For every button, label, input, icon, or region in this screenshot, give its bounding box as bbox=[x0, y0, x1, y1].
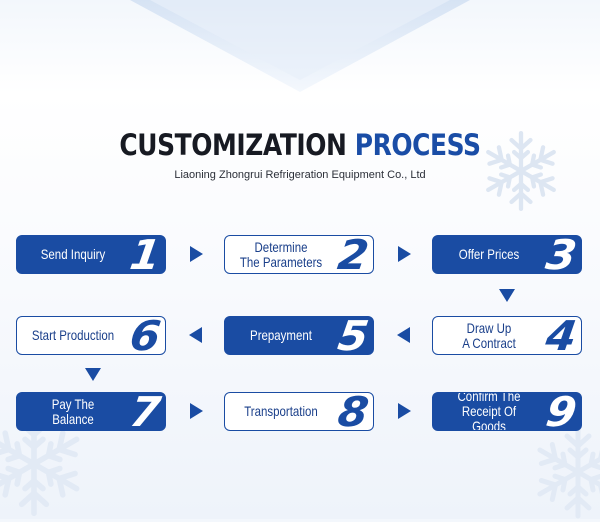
step-label: Start Production bbox=[31, 327, 115, 343]
arrow-right-icon bbox=[190, 246, 203, 262]
step-label: Prepayment bbox=[250, 327, 312, 343]
step-label: Draw Up A Contract bbox=[462, 319, 516, 351]
step-prepayment: Prepayment 5 bbox=[224, 316, 374, 355]
step-start-production: Start Production 6 bbox=[16, 316, 166, 355]
step-label: Confirm The Receipt Of Goods bbox=[457, 392, 521, 431]
step-number: 7 bbox=[127, 392, 165, 431]
step-label: Determine The Parameters bbox=[239, 238, 323, 270]
step-number: 3 bbox=[543, 235, 581, 274]
step-draw-up-contract: Draw Up A Contract 4 bbox=[432, 316, 582, 355]
arrow-left-icon bbox=[397, 327, 410, 343]
snowflake-icon bbox=[528, 425, 600, 522]
arrow-down-icon bbox=[499, 289, 515, 302]
step-label: Transportation bbox=[244, 403, 318, 419]
arrow-right-icon bbox=[190, 403, 203, 419]
step-pay-balance: Pay The Balance 7 bbox=[16, 392, 166, 431]
title-accent: PROCESS bbox=[354, 128, 481, 162]
step-send-inquiry: Send Inquiry 1 bbox=[16, 235, 166, 274]
step-number: 5 bbox=[335, 316, 373, 355]
page-title: CUSTOMIZATION PROCESS bbox=[42, 128, 558, 162]
title-main: CUSTOMIZATION bbox=[119, 128, 347, 162]
company-subtitle: Liaoning Zhongrui Refrigeration Equipmen… bbox=[174, 169, 426, 181]
step-transportation: Transportation 8 bbox=[224, 392, 374, 431]
arrow-right-icon bbox=[398, 246, 411, 262]
snowflake-icon bbox=[478, 131, 564, 214]
top-chevron-decoration bbox=[130, 0, 470, 92]
step-offer-prices: Offer Prices 3 bbox=[432, 235, 582, 274]
step-confirm-receipt: Confirm The Receipt Of Goods 9 bbox=[432, 392, 582, 431]
step-label: Send Inquiry bbox=[40, 246, 106, 262]
step-number: 6 bbox=[127, 316, 165, 355]
step-number: 2 bbox=[335, 235, 373, 274]
step-number: 4 bbox=[543, 316, 581, 355]
arrow-down-icon bbox=[85, 368, 101, 381]
arrow-right-icon bbox=[398, 403, 411, 419]
step-determine-parameters: Determine The Parameters 2 bbox=[224, 235, 374, 274]
step-number: 1 bbox=[127, 235, 165, 274]
step-number: 8 bbox=[335, 392, 373, 431]
step-number: 9 bbox=[543, 392, 581, 431]
step-label: Pay The Balance bbox=[51, 395, 95, 427]
arrow-left-icon bbox=[189, 327, 202, 343]
step-label: Offer Prices bbox=[458, 246, 520, 262]
